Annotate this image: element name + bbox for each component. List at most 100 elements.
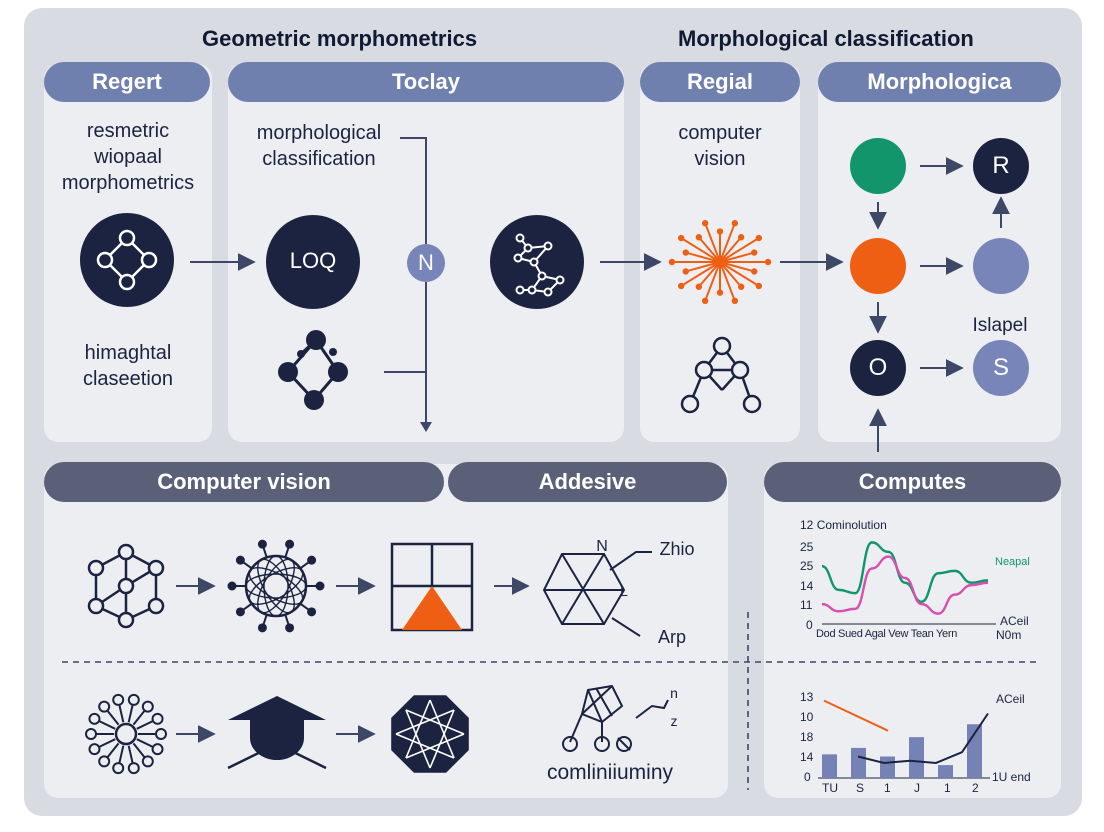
r-node <box>973 138 1029 194</box>
sphere-tip <box>257 539 267 549</box>
chart2-xtick: 2 <box>972 781 979 795</box>
chart2-bar <box>938 765 953 778</box>
chart2-xtick: J <box>914 781 920 795</box>
flower-petal <box>112 693 125 706</box>
loq-node <box>266 215 360 309</box>
starburst-ray <box>719 261 736 302</box>
flower-petal <box>151 743 164 756</box>
chart1-annotation: ACeil <box>1000 614 1029 628</box>
flower-petal <box>141 755 154 768</box>
chart1-series-line-0 <box>821 541 989 603</box>
flower-petal <box>88 712 101 725</box>
octagon-star-icon <box>391 695 469 773</box>
toclay-text-line1: morphological <box>256 122 382 144</box>
starburst-tip <box>731 297 739 305</box>
sphere-tip <box>307 555 317 565</box>
chart1-ytick-top: 12 <box>800 518 814 532</box>
chart2-ytick: 14 <box>800 750 814 764</box>
starburst-ray <box>719 236 742 263</box>
s-label: S <box>992 354 1009 381</box>
chart2-ytick: 10 <box>800 710 814 724</box>
chart2-ytick: 13 <box>800 690 814 704</box>
starburst-tip <box>682 268 689 275</box>
chart1-legend: Neapal <box>995 556 1030 568</box>
pill-morphologica: Morphologica <box>818 62 1061 102</box>
pill-regert: Regert <box>44 62 210 102</box>
starburst-tip <box>716 289 724 296</box>
hex-label-l: L <box>620 583 628 599</box>
title-geometric-morphometrics: Geometric morphometrics <box>202 26 478 51</box>
toclay-text-line2: classification <box>262 148 376 170</box>
sphere-tip <box>285 623 295 633</box>
s-node <box>973 340 1029 396</box>
octagon-star-line <box>429 699 455 759</box>
chart1-xticks: Dod Sued Agal Vew Tean Yern <box>816 628 957 640</box>
octagon-star-line <box>405 709 431 769</box>
chart1-xtick: Vew <box>888 628 909 640</box>
starburst-ray <box>698 261 721 288</box>
starburst-tip <box>755 282 763 290</box>
flower-center <box>114 722 138 746</box>
starburst-tip <box>701 297 709 305</box>
flower-petal <box>98 755 111 768</box>
o-node <box>850 340 906 396</box>
starburst-ray <box>680 237 721 263</box>
chart1-title: 12 Cominolution <box>800 518 887 532</box>
starburst-ray <box>719 261 755 273</box>
r-label: R <box>992 152 1010 179</box>
sphere-mesh <box>257 558 295 614</box>
morphologica-flow <box>850 138 1029 452</box>
tangle-icon <box>562 684 669 752</box>
chart2-xtick: S <box>856 781 865 795</box>
molecule-icon <box>278 330 348 410</box>
starburst-ray <box>719 222 736 263</box>
tangle-label-n: n <box>670 685 678 701</box>
octagon-star-line <box>405 709 465 735</box>
chart1-ytick: 25 <box>800 540 814 554</box>
pill-toclay: Toclay <box>228 62 624 102</box>
regert-text-line2: wiopaal <box>94 146 162 168</box>
geodesic-sphere-icon <box>227 539 325 633</box>
chart1-series-line-1 <box>821 555 989 615</box>
chart2-annotation: ACeil <box>996 692 1025 706</box>
sphere-tip <box>257 623 267 633</box>
chart2-xtick: 1 <box>944 781 951 795</box>
starburst-tip <box>677 234 685 242</box>
title-morphological-classification: Morphological classification <box>678 26 974 51</box>
sphere-mesh <box>263 555 289 617</box>
chart2-bar <box>851 747 866 778</box>
starburst-ray <box>719 237 760 263</box>
regert-text-line1: resmetric <box>86 120 170 142</box>
flower-petal <box>151 712 164 725</box>
chart1-title-text: Cominolution <box>816 518 887 532</box>
octagon-star-line <box>429 709 455 769</box>
chart1-xtick: Yern <box>935 628 958 640</box>
bracket-connector <box>384 137 427 428</box>
n-label: N <box>418 250 434 275</box>
flower-stem <box>106 709 120 726</box>
triangle-network-icon <box>680 336 762 414</box>
chart2-annotation: 1U end <box>992 770 1031 784</box>
flower-stem <box>136 738 154 748</box>
sphere-mesh <box>257 558 295 614</box>
chart2-ytick: 18 <box>800 730 814 744</box>
chart2-bar <box>822 754 837 778</box>
chart2-bar <box>880 756 895 778</box>
chart1-xtick: Dod <box>816 628 836 640</box>
starburst-tip <box>755 234 763 242</box>
starburst-tip <box>737 234 745 241</box>
octagon-body <box>391 695 469 773</box>
sphere-tip <box>315 581 325 591</box>
o-label: O <box>868 354 888 381</box>
hex-label-n: N <box>596 538 608 555</box>
starburst-ray <box>704 261 721 302</box>
regial-text-line2: vision <box>694 148 746 170</box>
starburst-tip <box>695 234 703 241</box>
chart2-line-orange <box>823 699 889 732</box>
starburst-icon <box>668 219 772 305</box>
hexagon-graph-icon <box>87 543 165 629</box>
starburst-tip <box>751 268 758 275</box>
flower-stem <box>98 738 116 748</box>
chart1-ytick: 11 <box>800 598 813 612</box>
sphere-tip <box>307 607 317 617</box>
